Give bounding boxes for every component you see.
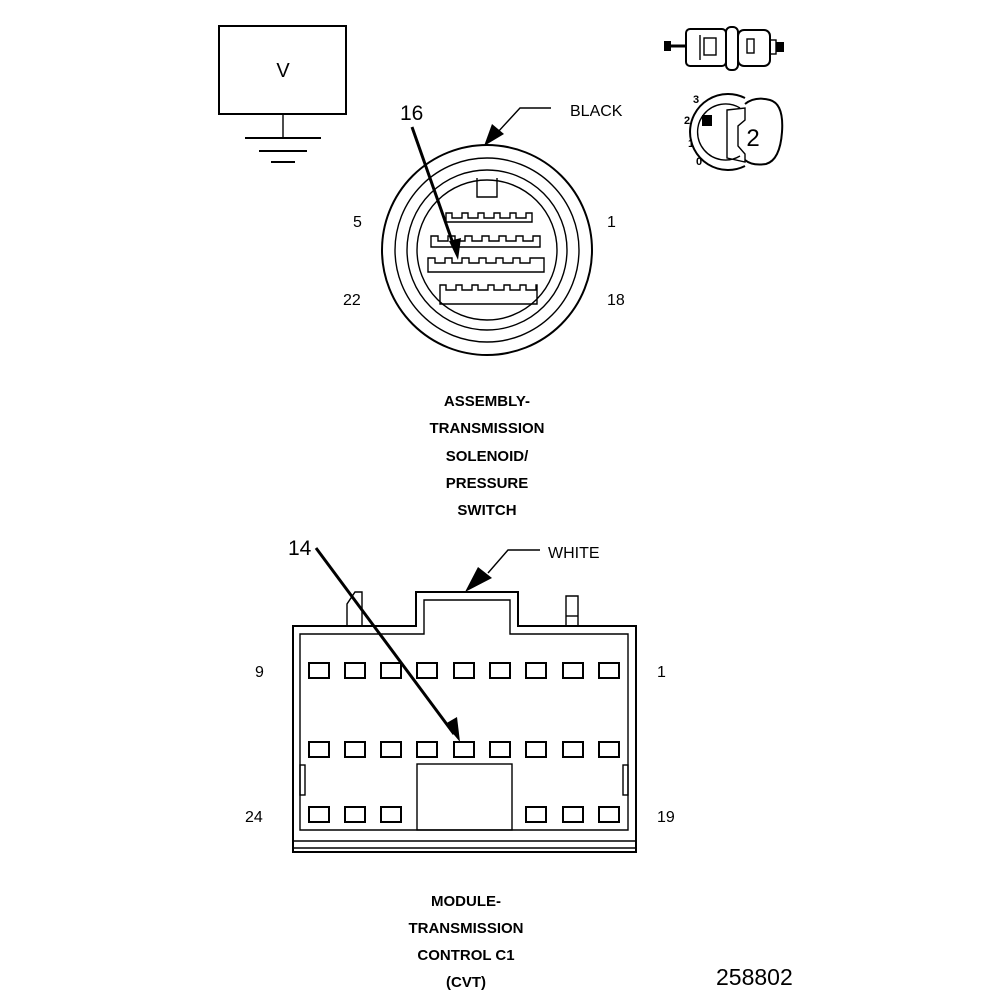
pin-cavity (562, 741, 584, 758)
connector-1-title-line: ASSEMBLY- (444, 393, 530, 410)
pin-cavity (598, 806, 620, 823)
connector-2-title-line: MODULE- (431, 893, 501, 910)
pin-cavity (308, 806, 330, 823)
pin-cavity (598, 662, 620, 679)
pin-cavity (344, 741, 366, 758)
pin-cavity (489, 662, 511, 679)
pin-row (430, 235, 541, 248)
pin-cavity (598, 741, 620, 758)
pin-cavity (562, 662, 584, 679)
connector-2-pin-label-top-right: 1 (657, 664, 666, 681)
pin-cavity (453, 741, 475, 758)
pin-cavity (380, 741, 402, 758)
connector-2-color: WHITE (548, 545, 600, 562)
pin-cavity (453, 662, 475, 679)
pin-row (445, 212, 533, 223)
connector-2-pin-label-bottom-right: 19 (657, 809, 675, 826)
connector-1-title: ASSEMBLY- TRANSMISSION SOLENOID/ PRESSUR… (429, 393, 544, 519)
ignition-position-2: 2 (684, 115, 690, 127)
pin-cavity (489, 741, 511, 758)
solenoid-connector-diagram: BLACK 16 5 1 22 18 (343, 102, 625, 356)
pin-cavity (525, 662, 547, 679)
probe-tool-icon (664, 26, 784, 71)
connector-1-callout-pin: 16 (400, 102, 423, 125)
connector-2-title: MODULE- TRANSMISSION CONTROL C1 (CVT) (408, 893, 523, 991)
pin-cavity-grid (308, 662, 620, 823)
connector-1-pin-label-top-right: 1 (607, 214, 616, 231)
pin-cavity (416, 662, 438, 679)
connector-1-title-line: SOLENOID/ (446, 448, 529, 465)
pin-cavity (525, 741, 547, 758)
pin-cavity (308, 741, 330, 758)
connector-1-color: BLACK (570, 103, 623, 120)
connector-2-title-line: CONTROL C1 (417, 947, 514, 964)
connector-1-title-line: TRANSMISSION (429, 420, 544, 437)
connector-2-title-line: TRANSMISSION (408, 920, 523, 937)
connector-1-pin-label-bottom-left: 22 (343, 292, 361, 309)
pin-cavity (525, 806, 547, 823)
pin-cavity (562, 806, 584, 823)
connector-2-pin-label-top-left: 9 (255, 664, 264, 681)
pin-cavity (308, 662, 330, 679)
ignition-switch-icon: 3 2 1 0 2 (684, 93, 784, 171)
voltmeter-symbol: V (218, 25, 347, 163)
tcm-connector-diagram: WHITE 14 9 1 24 19 (245, 537, 675, 853)
ground-icon (245, 137, 321, 163)
pin-cavity (344, 662, 366, 679)
ignition-position-3: 3 (693, 94, 699, 106)
pin-row (427, 257, 545, 273)
connector-1-title-line: SWITCH (457, 502, 516, 519)
pin-cavity (416, 741, 438, 758)
connector-2-callout-pin: 14 (288, 537, 312, 560)
ignition-selected-position: 2 (746, 125, 759, 152)
pin-cavity (344, 806, 366, 823)
connector-2-pin-label-bottom-left: 24 (245, 809, 263, 826)
pin-cavity (380, 662, 402, 679)
ignition-position-0: 0 (696, 156, 702, 168)
pin-cavity (380, 806, 402, 823)
connector-2-title-line: (CVT) (446, 974, 486, 991)
voltmeter-label: V (276, 60, 290, 82)
figure-number: 258802 (716, 964, 793, 990)
connector-1-pin-label-top-left: 5 (353, 214, 362, 231)
connector-1-title-line: PRESSURE (446, 475, 529, 492)
connector-1-pin-label-bottom-right: 18 (607, 292, 625, 309)
pin-row (439, 284, 538, 305)
